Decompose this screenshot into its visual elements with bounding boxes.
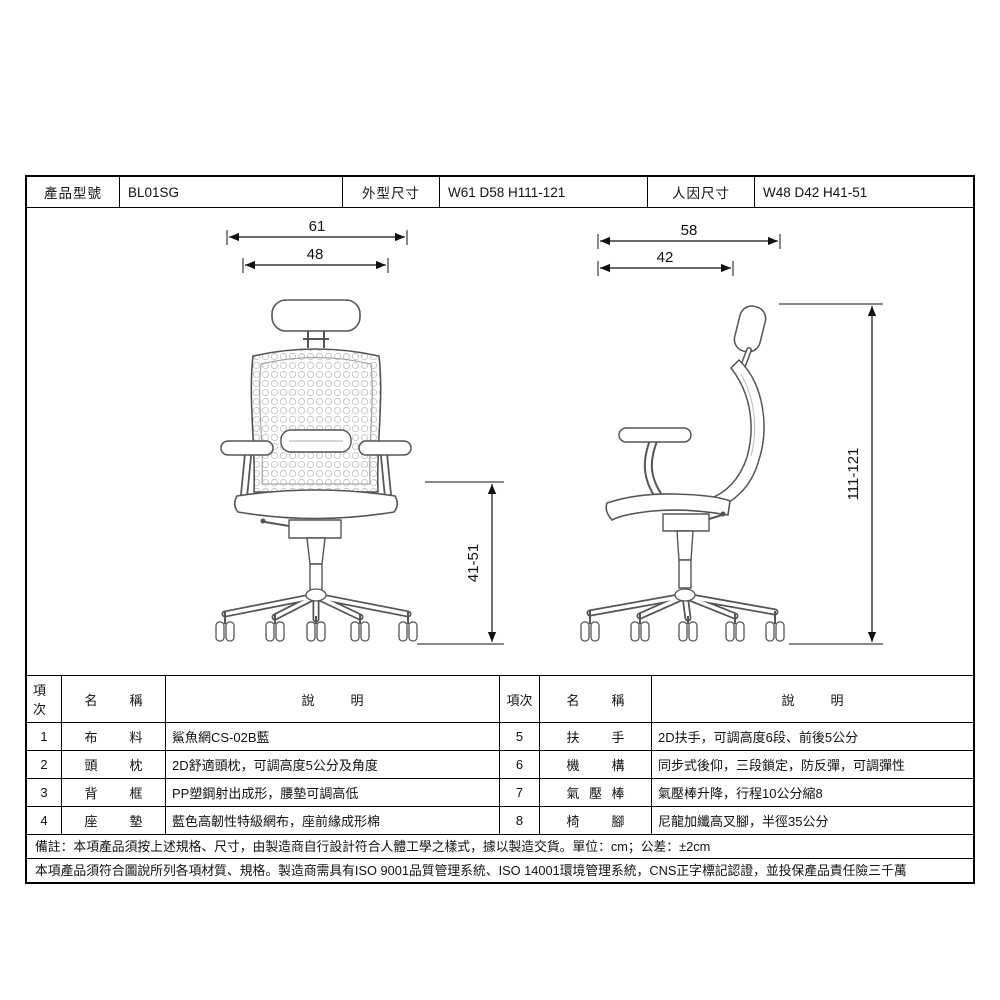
- chair-front-view: [215, 299, 418, 642]
- note-compliance: 本項產品須符合圖說所列各項材質、規格。製造商需具有ISO 9001品質管理系統、…: [35, 863, 907, 878]
- parts-name: 機構: [540, 751, 652, 779]
- dim-side-overall-depth: 58: [597, 222, 781, 249]
- side-backrest-frame: [708, 359, 765, 510]
- parts-name: 頭枕: [62, 751, 166, 779]
- front-gas-cylinder: [309, 563, 323, 591]
- parts-desc: 同步式後仰，三段鎖定，防反彈，可調彈性: [652, 751, 973, 779]
- parts-header-name-right: 名稱: [540, 676, 652, 723]
- front-backrest: [250, 348, 382, 493]
- side-headrest: [733, 305, 767, 353]
- side-gas-cylinder: [678, 559, 692, 589]
- front-lever-knob: [260, 518, 266, 524]
- front-lever: [264, 521, 290, 527]
- front-seat: [233, 489, 399, 520]
- parts-header-name-left: 名稱: [62, 676, 166, 723]
- parts-table: 項次 名稱 說明 項次 名稱 說明 1 布料 鯊魚網CS-02B藍 5 扶手 2…: [27, 676, 973, 835]
- parts-header-desc-right: 說明: [652, 676, 973, 723]
- parts-name: 氣壓棒: [540, 779, 652, 807]
- side-casters: [580, 611, 785, 642]
- parts-item: 2: [27, 751, 62, 779]
- chair-side-view: [580, 305, 785, 642]
- note-remark: 備註：本項產品須按上述規格、尺寸，由製造商自行設計符合人體工學之樣式，據以製造交…: [27, 835, 973, 859]
- side-base-hub: [674, 588, 696, 602]
- parts-desc: 氣壓棒升降，行程10公分縮8: [652, 779, 973, 807]
- parts-desc: PP塑鋼射出成形，腰墊可調高低: [166, 779, 500, 807]
- side-lever: [708, 514, 723, 520]
- dim-seat-height: 41-51: [417, 481, 504, 645]
- front-mechanism: [288, 519, 342, 539]
- front-gas-lift: [306, 537, 326, 565]
- side-seat: [605, 493, 731, 521]
- parts-name: 扶手: [540, 723, 652, 751]
- front-headrest: [271, 299, 361, 332]
- dim-front-inner-width: 48: [242, 246, 389, 273]
- dim-label-seat-height: 41-51: [465, 544, 482, 582]
- human-dim-value: W48 D42 H41-51: [755, 177, 973, 208]
- parts-header-item-right: 項次: [500, 676, 540, 723]
- spec-header-row: 產品型號 BL01SG 外型尺寸 W61 D58 H111-121 人因尺寸 W…: [27, 177, 973, 208]
- chair-drawing-svg: 61 48 41-51: [215, 218, 883, 645]
- dim-label-front-inner-width: 48: [307, 246, 324, 263]
- model-label: 產品型號: [27, 177, 120, 208]
- dim-label-side-inner-depth: 42: [657, 249, 674, 266]
- parts-header-item-left: 項次: [27, 676, 62, 723]
- front-armrest-pad-left: [220, 440, 274, 456]
- side-gas-lift: [676, 530, 694, 561]
- parts-desc: 2D舒適頭枕，可調高度5公分及角度: [166, 751, 500, 779]
- dim-label-side-depth: 58: [681, 222, 698, 239]
- dim-label-front-width: 61: [309, 218, 326, 235]
- front-armrest-post-left-fill: [241, 452, 251, 499]
- outer-dim-label: 外型尺寸: [343, 177, 440, 208]
- dim-side-inner-depth: 42: [597, 249, 734, 276]
- parts-name: 背框: [62, 779, 166, 807]
- parts-desc: 2D扶手，可調高度6段、前後5公分: [652, 723, 973, 751]
- outer-dim-value: W61 D58 H111-121: [440, 177, 648, 208]
- front-armrest-pad-right: [358, 440, 412, 456]
- parts-desc: 尼龍加纖高叉腳，半徑35公分: [652, 807, 973, 835]
- side-mechanism: [662, 513, 710, 532]
- parts-item: 1: [27, 723, 62, 751]
- human-dim-label: 人因尺寸: [648, 177, 755, 208]
- side-lever-knob: [720, 511, 726, 517]
- parts-item: 3: [27, 779, 62, 807]
- parts-name: 椅腳: [540, 807, 652, 835]
- dim-total-height: 111-121: [779, 303, 883, 645]
- parts-name: 座墊: [62, 807, 166, 835]
- model-value: BL01SG: [120, 177, 343, 208]
- spec-document: 產品型號 BL01SG 外型尺寸 W61 D58 H111-121 人因尺寸 W…: [25, 175, 975, 884]
- front-casters: [215, 612, 418, 642]
- dim-label-total-height: 111-121: [845, 448, 862, 501]
- parts-item: 6: [500, 751, 540, 779]
- side-backrest-mesh-line: [740, 373, 756, 457]
- front-armrest-post-right-fill: [381, 452, 391, 499]
- parts-name: 布料: [62, 723, 166, 751]
- side-armrest-pad: [618, 427, 692, 443]
- front-backrest-inner-frame: [259, 357, 373, 485]
- parts-item: 7: [500, 779, 540, 807]
- parts-item: 8: [500, 807, 540, 835]
- technical-drawing-area: 61 48 41-51: [27, 208, 973, 676]
- parts-item: 5: [500, 723, 540, 751]
- parts-desc: 藍色高韌性特級網布，座前緣成形棉: [166, 807, 500, 835]
- parts-desc: 鯊魚網CS-02B藍: [166, 723, 500, 751]
- side-headrest-stem-fill: [741, 348, 751, 368]
- parts-header-desc-left: 說明: [166, 676, 500, 723]
- dim-front-overall-width: 61: [226, 218, 408, 245]
- front-base-hub: [305, 588, 327, 602]
- parts-item: 4: [27, 807, 62, 835]
- front-headrest-stem: [303, 331, 329, 348]
